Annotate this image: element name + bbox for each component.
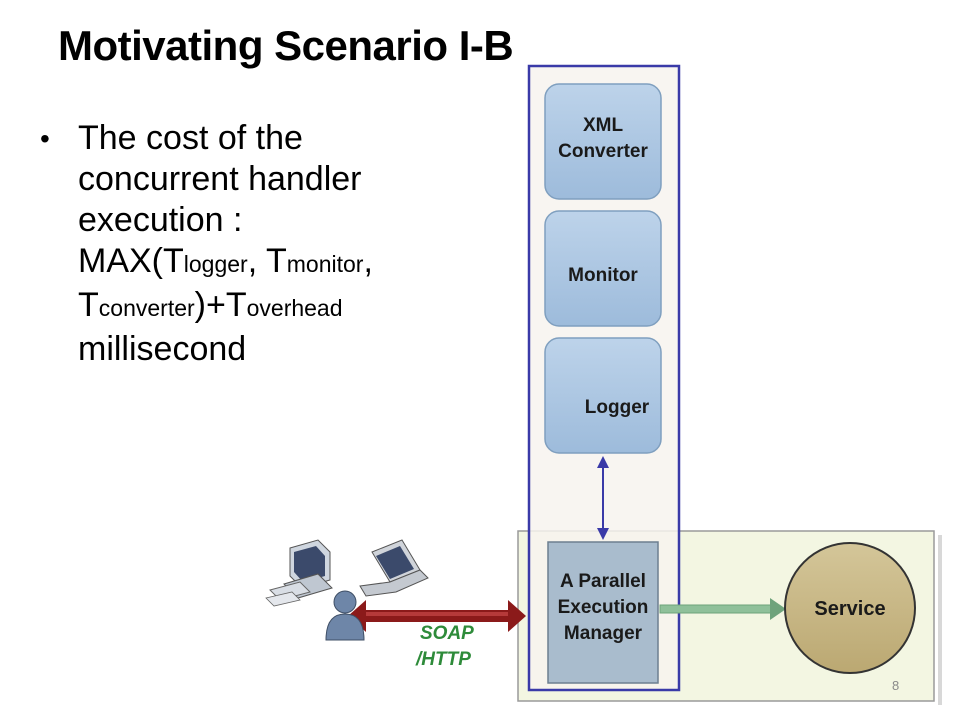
formula-t: T	[78, 286, 99, 324]
soap-label: SOAP	[420, 623, 474, 644]
formula-plus: )+T	[194, 286, 247, 324]
service-node: Service	[784, 542, 916, 674]
logger-handler: Logger	[544, 337, 662, 454]
subscript-monitor: monitor	[286, 251, 364, 277]
xml-converter-label-2: Converter	[558, 141, 648, 162]
desktop-computer-icon	[265, 539, 333, 607]
manager-label-1: A Parallel	[560, 571, 646, 592]
logger-label: Logger	[585, 397, 650, 418]
server-area-shadow	[938, 535, 942, 705]
monitor-handler: Monitor	[544, 210, 662, 327]
slide-number: 8	[892, 678, 900, 693]
parallel-execution-manager: A Parallel Execution Manager	[547, 541, 659, 684]
bullet-line-6: millisecond	[78, 330, 247, 368]
manager-label-3: Manager	[564, 623, 643, 644]
subscript-logger: logger	[183, 251, 248, 277]
formula-max-open: MAX(T	[78, 242, 184, 280]
http-label: /HTTP	[415, 649, 471, 670]
bullet-text: The cost of the concurrent handler execu…	[78, 118, 478, 370]
service-label: Service	[814, 598, 885, 620]
bullet-line-5: Tconverter)+Toverhead	[78, 285, 478, 329]
manager-service-arrow	[659, 598, 786, 620]
bullet-line-2: concurrent handler	[78, 160, 362, 198]
manager-label-2: Execution	[558, 597, 649, 618]
formula-separator-2: ,	[363, 242, 373, 280]
bullet-line-1: The cost of the	[78, 119, 303, 157]
bullet-line-3: execution :	[78, 201, 243, 239]
xml-converter-handler: XML Converter	[544, 83, 662, 200]
formula-separator-1: , T	[247, 242, 287, 280]
subscript-overhead: overhead	[246, 295, 343, 321]
laptop-icon	[359, 539, 429, 597]
slide-title: Motivating Scenario I-B	[58, 22, 514, 69]
monitor-label: Monitor	[568, 265, 638, 286]
user-icon	[325, 590, 365, 641]
xml-converter-label-1: XML	[583, 115, 624, 136]
bullet-line-4: MAX(Tlogger, Tmonitor,	[78, 241, 478, 285]
subscript-converter: converter	[98, 295, 195, 321]
bullet-marker: •	[40, 123, 50, 154]
